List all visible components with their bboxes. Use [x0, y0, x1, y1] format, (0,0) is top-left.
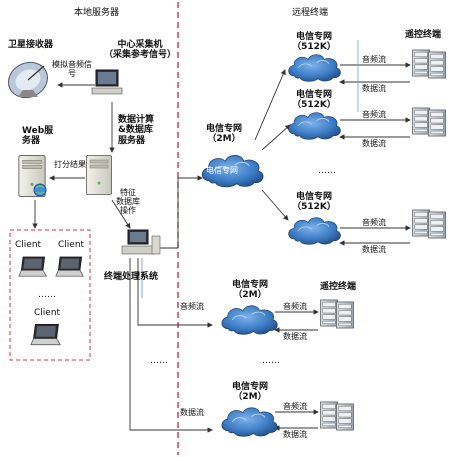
central-collector-icon: [91, 69, 123, 95]
terminal-system-icon: [121, 229, 161, 255]
client-laptop-3: [30, 323, 61, 346]
audio-flow-label-1: 音频流: [362, 55, 386, 64]
remote-terminal-rack-3: [412, 209, 446, 239]
remote-ellipsis-3: ……: [262, 356, 280, 366]
central-collector-label: 中心采集机（采集参考信号）: [104, 40, 177, 61]
network-512k-label-1: 电信专网（512K）: [292, 32, 336, 53]
audio-flow-label-6: 音频流: [283, 402, 307, 411]
network-512k-cloud-1: [288, 54, 341, 82]
score-result-label: 打分结果: [54, 160, 86, 169]
audio-flow-label-2: 音频流: [362, 110, 386, 119]
data-flow-label-1: 数据流: [362, 84, 386, 93]
web-server-icon: [18, 155, 47, 197]
db-server-icon: [86, 155, 112, 195]
remote-terminals-title-top: 遥控终端: [405, 30, 442, 40]
data-flow-label-3: 数据流: [362, 245, 386, 254]
network-2m-label-1: 电信专网（2M）: [231, 280, 268, 301]
terminal-system-label: 终端处理系统: [104, 272, 159, 282]
client-label-1: Client: [15, 240, 42, 250]
client-ellipsis: ……: [38, 290, 56, 300]
client-label-3: Client: [34, 308, 61, 318]
remote-terminal-rack-2: [412, 107, 446, 137]
db-server-label: 数据计算&数据库服务器: [118, 115, 155, 146]
remote-terminals-title-mid: 遥控终端: [320, 282, 357, 292]
remote-ellipsis-2: ……: [150, 356, 168, 366]
data-flow-label-2: 数据流: [362, 139, 386, 148]
local-region-title: 本地服务器: [74, 8, 120, 18]
client-laptop-2: [55, 256, 84, 277]
main-network-cloud-text: 电信专网: [206, 166, 238, 175]
audio-flow-label-4: 音频流: [180, 302, 204, 311]
remote-terminal-rack-5: [320, 401, 354, 431]
data-flow-label-4: 数据流: [283, 332, 307, 341]
network-512k-cloud-2: [288, 112, 341, 140]
network-512k-label-2: 电信专网（512K）: [292, 90, 336, 111]
web-server-label: Web服务器: [22, 126, 54, 147]
client-laptop-1: [18, 256, 47, 277]
network-2m-label-2: 电信专网（2M）: [231, 382, 268, 403]
audio-flow-label-3: 音频流: [362, 218, 386, 227]
network-2m-cloud-2: [221, 407, 278, 437]
remote-region-title: 远程终端: [292, 8, 329, 18]
network-512k-label-3: 电信专网（512K）: [292, 192, 336, 213]
client-label-2: Client: [58, 240, 85, 250]
network-512k-cloud-3: [288, 217, 341, 245]
satellite-dish-icon: [8, 61, 48, 99]
feature-db-label: 特征数据库操作: [116, 188, 140, 216]
data-flow-label-5: 数据流: [180, 408, 204, 417]
analog-signal-label: 模拟音频信号: [52, 60, 92, 79]
network-2m-cloud-1: [221, 305, 278, 335]
remote-terminal-rack-1: [412, 49, 446, 79]
satellite-label: 卫星接收器: [8, 40, 54, 50]
data-flow-label-6: 数据流: [283, 430, 307, 439]
audio-flow-label-5: 音频流: [283, 302, 307, 311]
remote-ellipsis-1: ……: [318, 166, 336, 176]
remote-terminal-rack-4: [320, 299, 354, 329]
main-network-label: 电信专网（2M）: [205, 124, 242, 145]
